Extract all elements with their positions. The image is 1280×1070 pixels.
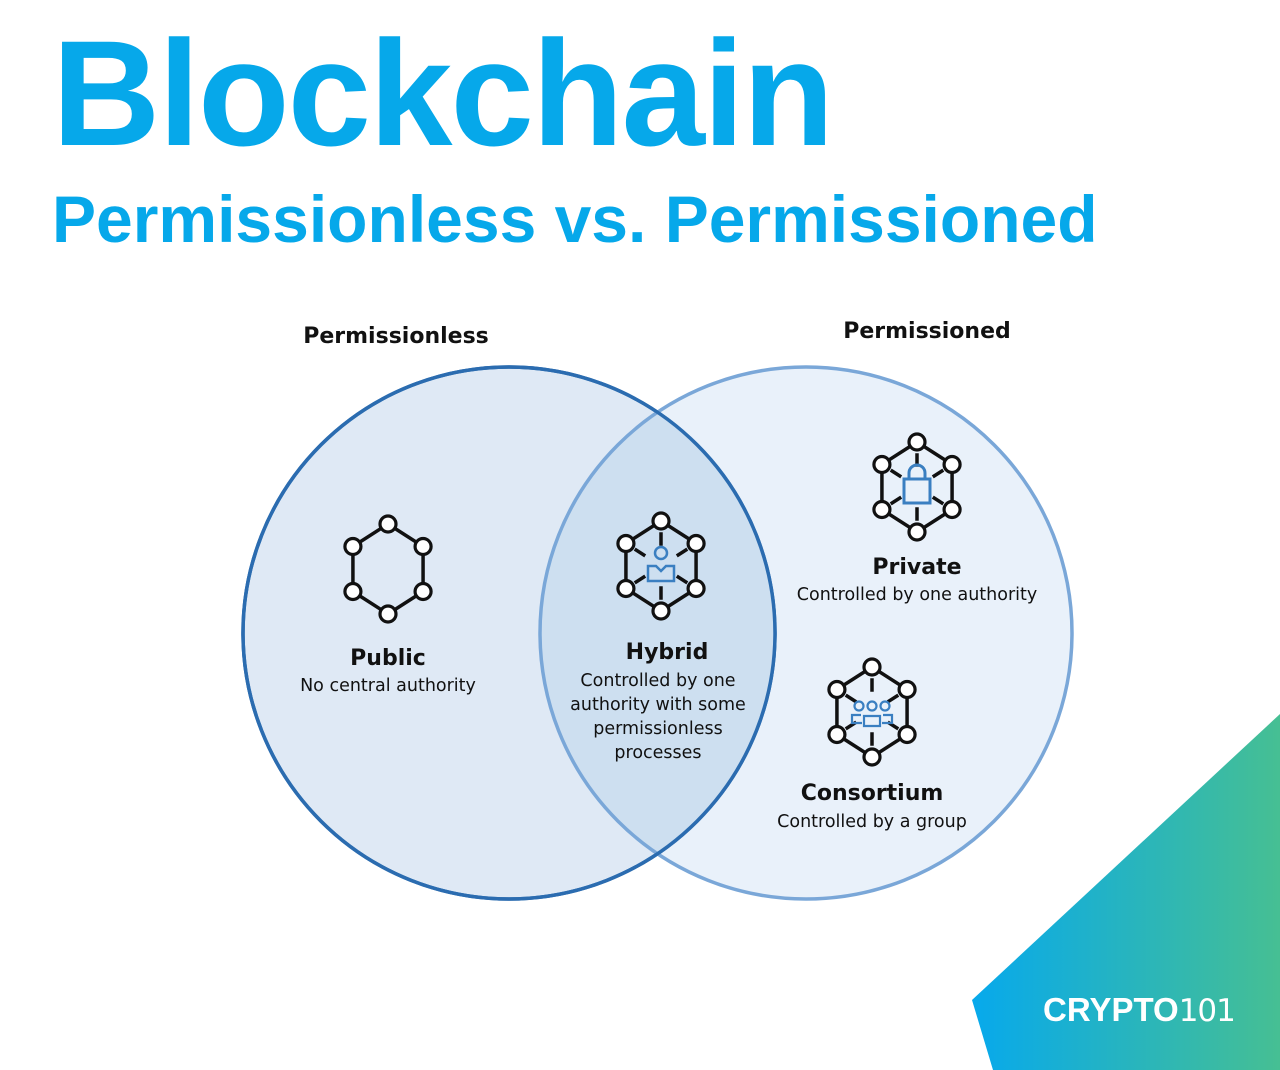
consortium-title: Consortium bbox=[801, 781, 944, 806]
permissionless-circle-edge bbox=[241, 365, 777, 901]
permissioned-circle bbox=[538, 365, 1074, 901]
page-subtitle: Permissionless vs. Permissioned bbox=[52, 182, 1098, 256]
hybrid-desc-line: processes bbox=[614, 743, 701, 763]
permissioned-label: Permissioned bbox=[843, 319, 1011, 344]
overlap-region bbox=[540, 367, 775, 899]
logo-bold-text: CRYPTO bbox=[1043, 991, 1179, 1028]
public-desc: No central authority bbox=[300, 676, 476, 696]
public-title: Public bbox=[350, 646, 426, 671]
network-lock-icon bbox=[872, 432, 962, 542]
hexagon-network-icon bbox=[343, 514, 433, 624]
permissionless-label: Permissionless bbox=[303, 324, 489, 349]
page-title: Blockchain bbox=[52, 9, 834, 177]
private-desc: Controlled by one authority bbox=[797, 585, 1037, 605]
network-group-icon bbox=[827, 657, 917, 767]
consortium-desc: Controlled by a group bbox=[777, 812, 967, 832]
private-title: Private bbox=[872, 555, 961, 580]
logo-light-text: 101 bbox=[1178, 993, 1236, 1029]
hybrid-desc-line: permissionless bbox=[593, 719, 722, 739]
hybrid-title: Hybrid bbox=[626, 640, 709, 665]
brand-corner-shape bbox=[972, 714, 1280, 1070]
hybrid-desc-line: Controlled by one bbox=[580, 671, 735, 691]
network-user-icon bbox=[616, 511, 706, 621]
hybrid-desc-line: authority with some bbox=[570, 695, 746, 715]
crypto101-logo: CRYPTO101 bbox=[1043, 991, 1236, 1029]
